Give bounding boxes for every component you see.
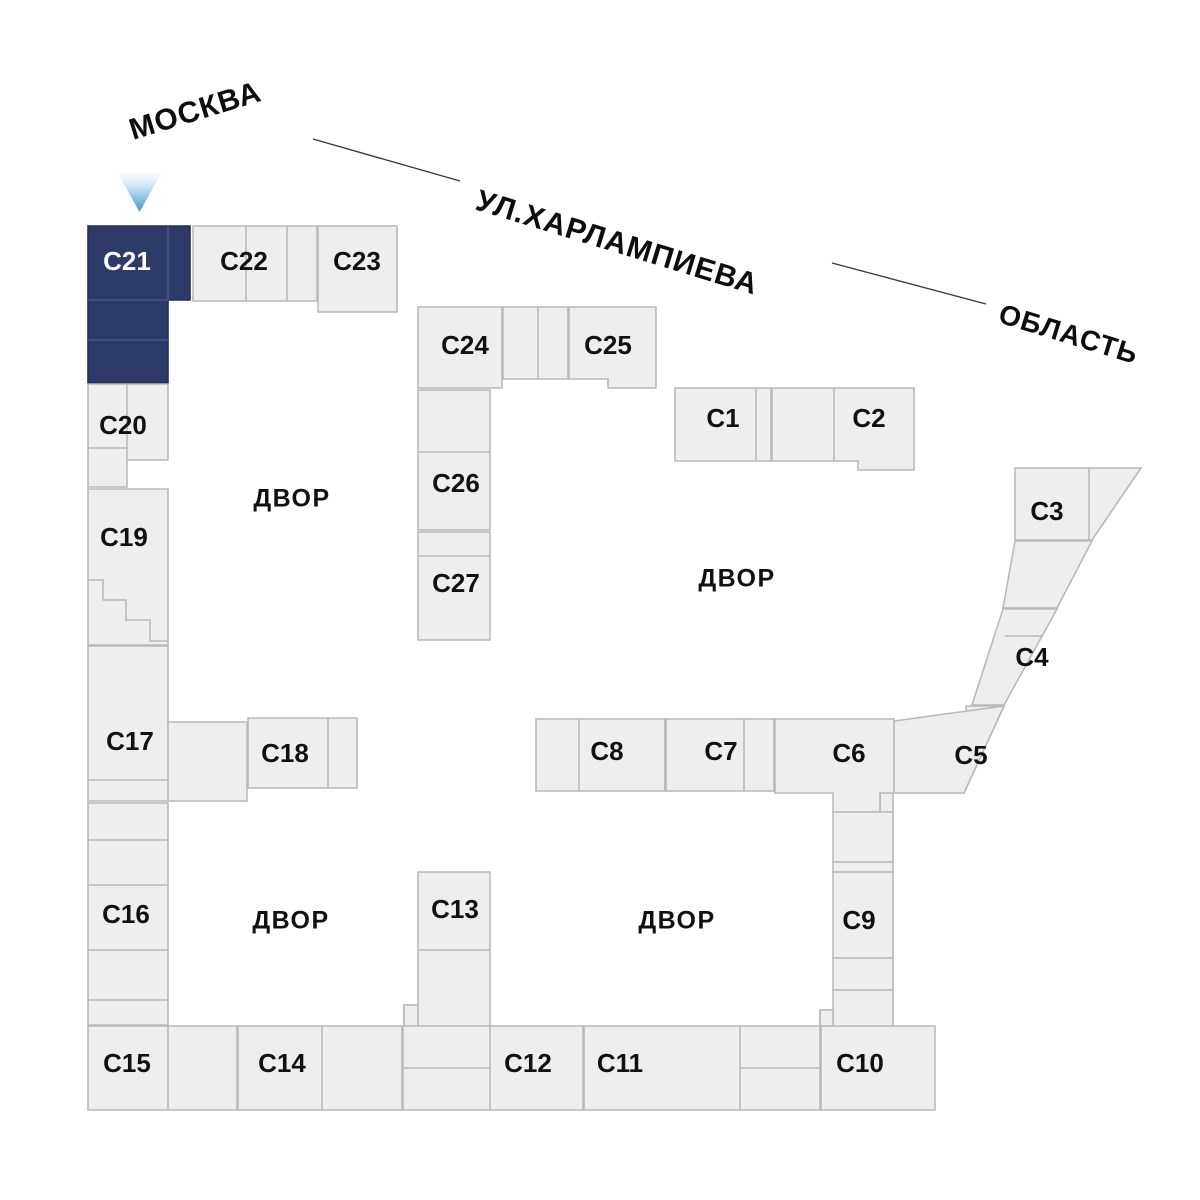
building-divider-C21: [88, 226, 169, 341]
building-shape-C24[interactable]: [417, 306, 503, 389]
building-group-C5[interactable]: C5: [879, 705, 1006, 813]
building-label-C15: C15: [103, 1048, 151, 1078]
building-label-C10: C10: [836, 1048, 884, 1078]
building-label-C16: C16: [102, 899, 150, 929]
yard-label-se: ДВОР: [638, 907, 715, 935]
building-shape-C9-notch[interactable]: [819, 1009, 834, 1027]
yard-label-ne: ДВОР: [698, 565, 775, 593]
building-group-C23[interactable]: C23: [317, 225, 398, 313]
building-label-C19: C19: [100, 522, 148, 552]
building-group-C18[interactable]: C18: [247, 717, 358, 789]
building-shape-C15[interactable]: [87, 1025, 238, 1111]
yard-label-nw: ДВОР: [253, 485, 330, 513]
building-label-C25: C25: [584, 330, 632, 360]
building-label-C9: C9: [842, 905, 875, 935]
building-shape-C10[interactable]: [820, 1025, 936, 1111]
building-group-C4[interactable]: C4: [970, 608, 1059, 706]
building-label-C14: C14: [258, 1048, 306, 1078]
building-shape-C3[interactable]: [1014, 467, 1143, 541]
label-street-harlampieva: УЛ.ХАРЛАМПИЕВА: [472, 184, 762, 301]
building-group-C25-mid[interactable]: [502, 306, 569, 380]
building-shape-C16[interactable]: [87, 802, 169, 1026]
building-label-C18: C18: [261, 738, 309, 768]
selected-building-marker: [117, 172, 162, 212]
building-label-C20: C20: [99, 410, 147, 440]
building-group-C1[interactable]: C1: [674, 387, 772, 462]
label-moscow: МОСКВА: [125, 75, 265, 146]
building-label-C4: C4: [1015, 642, 1049, 672]
building-shape-C19[interactable]: [87, 488, 169, 646]
building-group-C20[interactable]: C20: [87, 383, 169, 488]
building-group-C12[interactable]: C12: [402, 1025, 584, 1111]
building-shape-C25[interactable]: [568, 306, 657, 389]
leader-line-left: [312, 138, 461, 182]
building-shape-C25-mid[interactable]: [502, 306, 569, 380]
building-group-C15[interactable]: C15: [87, 1025, 238, 1111]
building-shape-C3-lower[interactable]: [1002, 540, 1094, 609]
building-shape-C7[interactable]: [665, 718, 775, 792]
building-group-C10[interactable]: C10: [820, 1025, 936, 1111]
building-group-C6[interactable]: C6: [774, 718, 895, 813]
building-group-C2[interactable]: C2: [771, 387, 915, 471]
building-label-C27: C27: [432, 568, 480, 598]
building-label-C21: C21: [103, 246, 151, 276]
building-divider-C12: [403, 1026, 491, 1110]
building-group-C9[interactable]: C9: [819, 811, 894, 1027]
building-group-C27[interactable]: C27: [417, 531, 491, 641]
yard-labels: ДВОР ДВОР ДВОР ДВОР: [252, 485, 775, 935]
building-group-C26[interactable]: C26: [417, 389, 491, 531]
building-divider-C16: [88, 839, 168, 1001]
building-divider-C20: [88, 384, 128, 460]
building-shape-C12[interactable]: [402, 1025, 584, 1111]
building-group-C3-lower[interactable]: [1002, 540, 1094, 609]
building-group-C16[interactable]: C16: [87, 802, 169, 1026]
building-label-C7: C7: [704, 736, 737, 766]
building-shape-C23[interactable]: [317, 225, 398, 313]
building-divider-C22: [245, 226, 288, 301]
building-group-C25[interactable]: C25: [568, 306, 657, 389]
yard-label-sw: ДВОР: [252, 907, 329, 935]
building-divider-C19: [88, 579, 168, 642]
building-divider-C11: [739, 1026, 820, 1110]
building-group-C13[interactable]: C13: [403, 871, 491, 1069]
building-label-C2: C2: [852, 403, 885, 433]
building-shape-C18[interactable]: [247, 717, 358, 789]
building-group-C14[interactable]: C14: [237, 1025, 403, 1111]
building-label-C24: C24: [441, 330, 489, 360]
building-shape-C11[interactable]: [583, 1025, 821, 1111]
building-shape-C26[interactable]: [417, 389, 491, 531]
building-group-C11[interactable]: C11: [583, 1025, 821, 1111]
label-region: ОБЛАСТЬ: [995, 298, 1142, 370]
building-shape-C4[interactable]: [970, 608, 1059, 706]
building-group-C24[interactable]: C24: [417, 306, 503, 389]
building-label-C5: C5: [954, 740, 987, 770]
building-label-C22: C22: [220, 246, 268, 276]
building-group-C22[interactable]: C22: [192, 225, 318, 302]
building-label-C12: C12: [504, 1048, 552, 1078]
building-label-C11: C11: [597, 1048, 643, 1078]
building-shape-C2[interactable]: [771, 387, 915, 471]
building-label-C3: C3: [1030, 496, 1063, 526]
building-group-C21[interactable]: C21: [87, 225, 191, 384]
building-shape-C27[interactable]: [417, 531, 491, 641]
building-label-C17: C17: [106, 726, 154, 756]
building-label-C26: C26: [432, 468, 480, 498]
building-label-C23: C23: [333, 246, 381, 276]
building-group-C7[interactable]: C7: [665, 718, 775, 792]
leader-line-right: [831, 262, 987, 305]
building-group-C19[interactable]: C19: [87, 488, 169, 646]
building-label-C13: C13: [431, 894, 479, 924]
building-group-C8[interactable]: C8: [535, 718, 666, 792]
building-group-C3[interactable]: C3: [1014, 467, 1143, 541]
building-label-C6: C6: [832, 738, 865, 768]
building-group-C17[interactable]: C17: [87, 645, 248, 802]
building-label-C8: C8: [590, 736, 623, 766]
building-label-C1: C1: [706, 403, 739, 433]
building-divider-C17: [88, 722, 169, 801]
building-divider-C9: [833, 861, 893, 991]
building-shape-C22[interactable]: [192, 225, 318, 302]
building-shape-C14[interactable]: [237, 1025, 403, 1111]
building-shape-C1[interactable]: [674, 387, 772, 462]
building-divider-C8: [578, 719, 666, 791]
